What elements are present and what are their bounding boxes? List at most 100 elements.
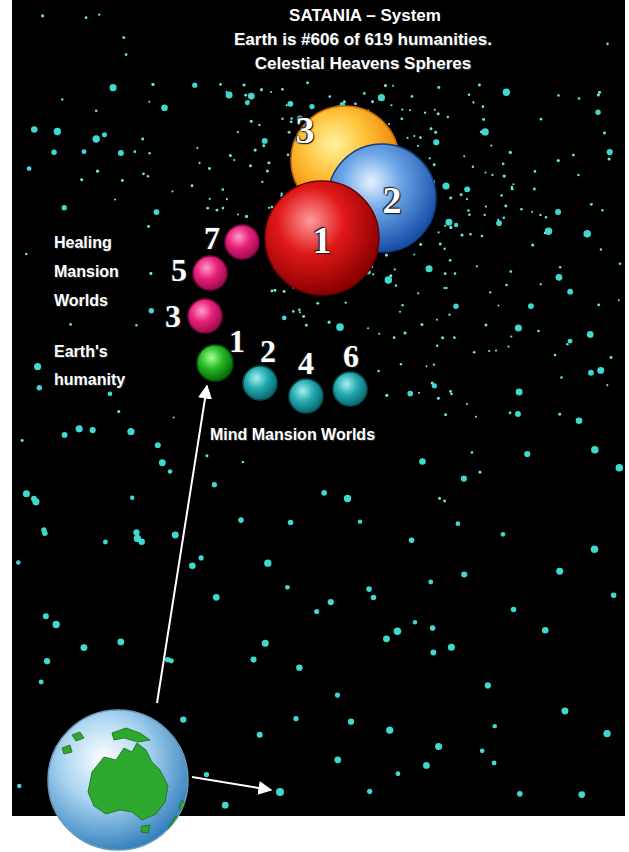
star-dot [309,104,314,109]
star-dot [500,194,503,197]
star-dot [93,135,100,142]
star-dot [242,461,244,463]
star-dot [288,131,291,134]
sphere-shape [242,365,278,401]
star-dot [511,607,517,613]
star-dot [502,162,505,165]
star-dot [511,187,514,190]
star-dot [23,490,30,497]
star-dot [54,128,61,135]
sphere-body [265,181,379,295]
star-dot [328,321,331,324]
star-dot [443,287,445,289]
star-dot [219,83,222,86]
sphere-number: 4 [298,347,314,379]
star-dot [95,109,98,112]
star-dot [497,304,499,306]
star-dot [394,628,402,636]
star-dot [484,171,486,173]
star-dot [388,123,390,125]
star-dot [469,233,472,236]
star-dot [456,521,461,526]
star-dot [133,529,139,535]
star-dot [460,233,463,236]
star-dot [363,92,366,95]
star-dot [266,169,269,172]
star-dot [576,417,583,424]
star-dot [482,118,485,121]
star-dot [306,81,309,84]
star-dot [383,635,390,642]
star-dot [141,137,144,140]
star-dot [436,319,438,321]
star-dot [482,128,489,135]
star-dot [62,205,67,210]
star-dot [62,432,68,438]
star-dot [587,331,594,338]
star-dot [501,532,506,537]
star-dot [423,762,430,769]
star-dot [406,137,408,139]
group-label: Healing Mansion Worlds [54,228,132,315]
star-dot [404,332,407,335]
star-dot [213,594,220,601]
star-dot [505,284,508,287]
star-dot [296,664,302,670]
star-dot [117,639,124,646]
star-dot [98,14,100,16]
star-dot [395,284,397,286]
sphere-body [225,225,259,259]
star-dot [493,724,497,728]
star-dot [444,413,447,416]
sphere-shape [332,371,368,407]
star-dot [434,109,436,111]
star-dot [31,126,37,132]
star-dot [449,259,452,262]
star-dot [595,110,600,115]
star-dot [321,490,327,496]
star-dot [249,164,252,167]
star-dot [463,155,465,157]
star-dot [80,179,83,182]
star-dot [437,86,440,89]
star-dot [292,310,295,313]
star-dot [542,627,549,634]
star-dot [572,154,575,157]
target-star [276,788,284,796]
sphere-shape [196,344,234,382]
star-dot [419,136,422,139]
star-dot [556,274,563,281]
star-dot [385,254,388,257]
star-dot [509,151,512,154]
star-dot [299,311,301,313]
star-dot [485,682,491,688]
star-dot [344,495,351,502]
star-dot [448,313,450,315]
star-dot [198,162,200,164]
star-dot [537,330,540,333]
star-field [16,14,623,809]
star-dot [515,324,522,331]
star-dot [540,118,543,121]
star-dot [80,644,87,651]
star-dot [433,163,436,166]
star-dot [127,428,134,435]
star-dot [603,131,606,134]
star-dot [61,98,63,100]
star-dot [473,351,476,354]
star-dot [209,198,211,200]
star-dot [597,304,600,307]
star-dot [27,166,32,171]
star-dot [466,403,468,405]
star-dot [245,215,248,218]
star-dot [147,175,150,178]
star-dot [103,540,108,545]
star-dot [345,301,347,303]
star-dot [155,442,161,448]
star-dot [264,560,271,567]
star-dot [262,640,269,647]
star-dot [461,476,467,482]
star-dot [608,158,611,161]
star-dot [21,439,24,442]
